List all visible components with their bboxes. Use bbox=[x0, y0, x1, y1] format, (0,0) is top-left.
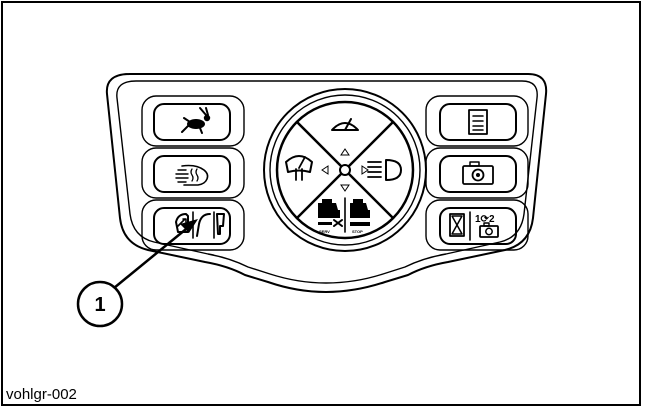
hourglass-icon bbox=[449, 213, 465, 237]
rear-defrost-button[interactable] bbox=[153, 155, 231, 193]
dial-bottom-engine-button[interactable]: SERV STOP bbox=[318, 184, 370, 234]
camera-icon bbox=[462, 161, 494, 185]
figure-id-label: vohlgr-002 bbox=[6, 386, 77, 403]
right-button-recess-3 bbox=[425, 199, 529, 251]
callout-number: 1 bbox=[94, 294, 105, 316]
camera-toggle-label: 1⟳2 bbox=[475, 214, 495, 225]
arrow-down-icon bbox=[340, 184, 350, 192]
figure-frame bbox=[1, 1, 641, 406]
dial-left-rear-wiper-button[interactable] bbox=[285, 155, 329, 181]
arrow-left-icon bbox=[321, 165, 329, 175]
arrow-right-icon bbox=[361, 165, 369, 175]
camera-toggle-icon bbox=[479, 222, 499, 238]
engine-warning-icon bbox=[318, 199, 343, 227]
camera-toggle-button[interactable]: 1⟳2 bbox=[439, 207, 517, 245]
menu-list-icon bbox=[468, 109, 488, 135]
panel-housing-inner bbox=[116, 80, 538, 284]
rear-defrost-icon bbox=[175, 164, 209, 186]
panel-housing-outer bbox=[105, 73, 548, 293]
dial-top-wiper-button[interactable] bbox=[331, 118, 359, 156]
callout-circle bbox=[76, 280, 124, 328]
dial-right-headlight-button[interactable] bbox=[361, 159, 402, 181]
dial-bezel-outer bbox=[263, 88, 427, 252]
arrow-up-icon bbox=[340, 148, 350, 156]
camera-button[interactable] bbox=[439, 155, 517, 193]
dial-bezel-inner bbox=[269, 94, 421, 246]
left-button-recess-3 bbox=[141, 199, 245, 251]
engine-serv-label: SERV bbox=[319, 229, 330, 234]
callout-leader-line bbox=[112, 223, 193, 290]
rabbit-icon bbox=[181, 107, 211, 134]
engine-stop-icon bbox=[350, 199, 370, 226]
right-button-recess-1 bbox=[425, 95, 529, 147]
callout-arrowhead bbox=[180, 219, 198, 233]
left-button-recess-1 bbox=[141, 95, 245, 147]
dial-face bbox=[275, 100, 415, 240]
windshield-wiper-icon bbox=[331, 118, 359, 131]
engine-stop-label: STOP bbox=[352, 229, 363, 234]
dial-center bbox=[339, 164, 351, 176]
left-button-recess-2 bbox=[141, 147, 245, 199]
headlight-icon bbox=[367, 159, 402, 181]
rabbit-button[interactable] bbox=[153, 103, 231, 141]
menu-list-button[interactable] bbox=[439, 103, 517, 141]
rear-wiper-icon bbox=[285, 155, 313, 181]
